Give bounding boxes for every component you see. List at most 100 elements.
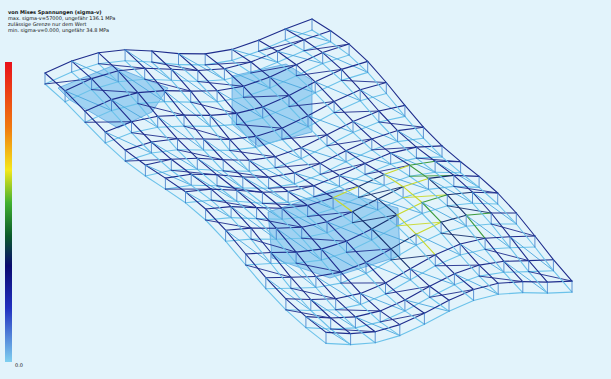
mesh-member bbox=[423, 138, 442, 157]
mesh-member bbox=[316, 272, 341, 276]
mesh-member bbox=[361, 293, 381, 311]
mesh-member bbox=[314, 186, 359, 196]
mesh-member bbox=[179, 65, 198, 82]
mesh-member bbox=[384, 174, 428, 189]
mesh-member bbox=[472, 192, 473, 203]
mesh-member bbox=[398, 131, 417, 148]
mesh-member bbox=[125, 50, 126, 61]
mesh-member bbox=[391, 147, 417, 153]
support-block bbox=[58, 66, 168, 128]
mesh-member bbox=[270, 253, 271, 264]
mesh-member bbox=[333, 198, 378, 210]
mesh-member bbox=[428, 178, 429, 189]
mesh-member bbox=[164, 91, 165, 102]
mesh-member bbox=[184, 126, 230, 139]
mesh-member bbox=[138, 104, 158, 128]
mesh-member bbox=[359, 185, 385, 197]
mesh-member bbox=[461, 162, 480, 177]
mesh-member bbox=[435, 266, 454, 285]
mesh-member bbox=[410, 269, 411, 280]
mesh-member bbox=[327, 222, 347, 242]
mesh-member bbox=[285, 29, 286, 40]
mesh-member bbox=[313, 186, 314, 197]
mesh-member bbox=[217, 86, 243, 90]
mesh-member bbox=[92, 90, 138, 93]
mesh-member bbox=[223, 160, 224, 171]
mesh-member bbox=[352, 212, 353, 223]
mesh-member bbox=[320, 174, 339, 186]
mesh-member bbox=[449, 300, 450, 311]
mesh-member bbox=[312, 19, 331, 31]
mesh-member bbox=[296, 260, 321, 263]
mesh-member bbox=[198, 80, 225, 82]
mesh-member bbox=[315, 82, 316, 93]
mesh-member bbox=[285, 29, 330, 42]
mesh-member bbox=[132, 127, 158, 132]
mesh-member bbox=[378, 187, 403, 199]
mesh-member bbox=[441, 215, 466, 222]
mesh-member bbox=[178, 150, 224, 160]
mesh-member bbox=[435, 172, 454, 186]
mesh-member bbox=[197, 71, 198, 82]
mesh-member bbox=[171, 170, 217, 175]
mesh-member bbox=[379, 105, 405, 111]
mesh-member bbox=[152, 51, 179, 54]
mesh-member bbox=[236, 190, 237, 201]
mesh-member bbox=[553, 271, 572, 292]
mesh-member bbox=[178, 54, 179, 65]
mesh-member bbox=[400, 313, 425, 324]
mesh-member bbox=[334, 101, 360, 113]
mesh-member bbox=[307, 206, 308, 217]
mesh-member bbox=[266, 289, 286, 310]
mesh-member bbox=[246, 253, 271, 255]
mesh-member bbox=[251, 51, 278, 62]
mesh-member bbox=[246, 265, 291, 277]
mesh-member bbox=[145, 165, 165, 178]
mesh-member bbox=[429, 286, 430, 297]
mesh-member bbox=[523, 292, 548, 294]
mesh-member bbox=[276, 238, 301, 239]
mesh-member bbox=[217, 97, 243, 101]
mesh-member bbox=[263, 107, 282, 128]
mesh-member bbox=[285, 299, 286, 310]
mesh-member bbox=[294, 173, 339, 187]
mesh-member bbox=[485, 248, 510, 250]
mesh-member bbox=[226, 241, 246, 265]
mesh-member bbox=[377, 199, 378, 210]
mesh-member bbox=[360, 101, 379, 122]
mesh-member bbox=[320, 163, 321, 174]
mesh-member bbox=[294, 173, 295, 184]
mesh-member bbox=[416, 146, 442, 147]
mesh-member bbox=[346, 151, 347, 162]
mesh-member bbox=[336, 304, 361, 309]
mesh-member bbox=[296, 249, 321, 252]
mesh-member bbox=[230, 136, 256, 139]
mesh-member bbox=[386, 294, 405, 311]
mesh-member bbox=[290, 277, 291, 288]
mesh-member bbox=[504, 261, 523, 281]
mesh-member bbox=[246, 265, 266, 289]
mesh-member bbox=[339, 163, 365, 175]
mesh-member bbox=[205, 209, 206, 220]
mesh-member bbox=[358, 186, 359, 197]
mesh-member bbox=[529, 270, 554, 272]
mesh-member bbox=[211, 189, 231, 207]
mesh-member bbox=[263, 107, 308, 127]
mesh-member bbox=[442, 146, 443, 157]
mesh-member bbox=[327, 222, 328, 233]
mesh-member bbox=[547, 292, 572, 293]
mesh-member bbox=[397, 131, 398, 142]
mesh-member bbox=[441, 222, 442, 233]
mesh-member bbox=[85, 111, 105, 132]
mesh-member bbox=[346, 151, 391, 164]
mesh-member bbox=[132, 133, 178, 139]
mesh-member bbox=[396, 215, 397, 226]
mesh-member bbox=[266, 277, 291, 279]
mesh-member bbox=[315, 69, 341, 81]
mesh-member bbox=[353, 132, 372, 150]
mesh-member bbox=[355, 311, 380, 317]
mesh-member bbox=[132, 116, 158, 121]
mesh-member bbox=[379, 111, 398, 131]
mesh-member bbox=[384, 174, 403, 186]
mesh-member bbox=[291, 288, 311, 310]
